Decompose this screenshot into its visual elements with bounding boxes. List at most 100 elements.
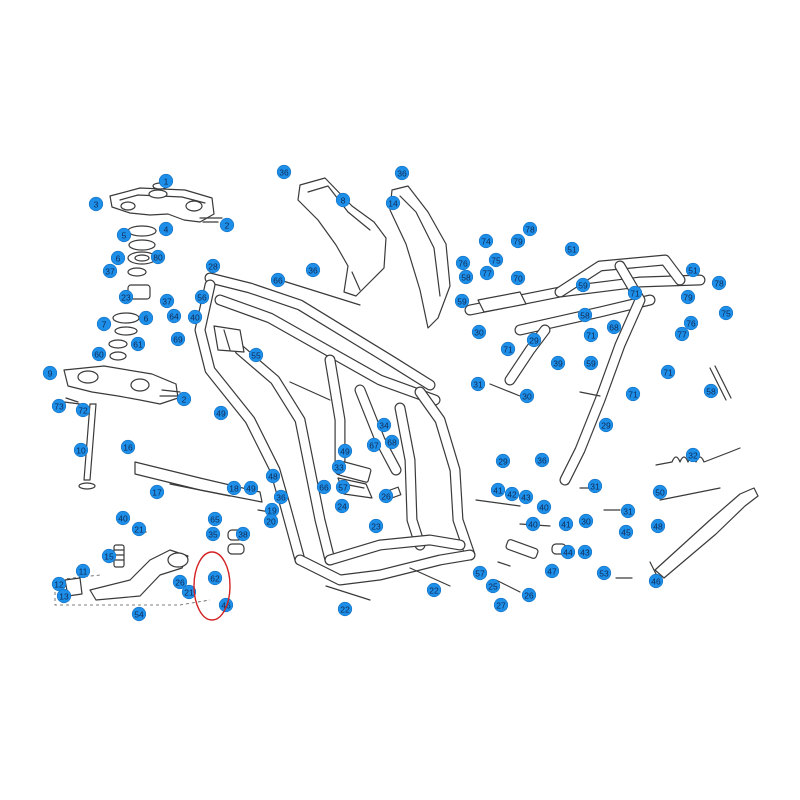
callout-number: 54 — [134, 610, 144, 620]
callout-36: 36 — [534, 452, 550, 468]
callout-bubble — [207, 511, 223, 527]
callout-58: 58 — [577, 307, 593, 323]
callout-31: 31 — [587, 478, 603, 494]
callout-bubble — [652, 484, 668, 500]
callout-number: 47 — [547, 567, 557, 577]
callout-38: 38 — [235, 526, 251, 542]
callout-number: 40 — [190, 313, 200, 323]
callout-number: 2 — [225, 221, 230, 231]
callout-bubble — [305, 262, 321, 278]
callout-number: 71 — [628, 390, 638, 400]
callout-bubble — [159, 293, 175, 309]
callout-23: 23 — [368, 518, 384, 534]
callout-bubble — [101, 548, 117, 564]
callout-number: 11 — [79, 567, 88, 577]
callout-48: 48 — [650, 518, 666, 534]
callout-number: 71 — [630, 289, 640, 299]
callout-bubble — [488, 252, 504, 268]
callout-bubble — [620, 503, 636, 519]
callout-number: 49 — [246, 484, 256, 494]
callout-bubble — [577, 544, 593, 560]
callout-23: 23 — [118, 289, 134, 305]
callout-number: 33 — [334, 463, 344, 473]
callout-number: 57 — [338, 483, 348, 493]
callout-29: 29 — [495, 453, 511, 469]
callout-bubble — [158, 221, 174, 237]
callout-number: 12 — [54, 580, 64, 590]
callout-number: 6 — [116, 254, 121, 264]
callout-bubble — [536, 499, 552, 515]
callout-27: 27 — [493, 597, 509, 613]
side-stand — [649, 487, 759, 579]
callout-bubble — [376, 417, 392, 433]
callout-number: 29 — [529, 336, 539, 346]
callout-number: 79 — [513, 237, 523, 247]
callout-number: 8 — [341, 196, 346, 206]
callout-76: 76 — [455, 255, 471, 271]
callout-40: 40 — [115, 510, 131, 526]
callout-number: 76 — [686, 319, 696, 329]
callout-22: 22 — [426, 582, 442, 598]
callout-bubble — [510, 233, 526, 249]
callout-bubble — [176, 391, 192, 407]
callout-number: 58 — [706, 387, 716, 397]
callout-bubble — [120, 439, 136, 455]
callout-75: 75 — [488, 252, 504, 268]
callout-10: 10 — [73, 442, 89, 458]
callout-28: 28 — [205, 258, 221, 274]
callout-bubble — [131, 606, 147, 622]
callout-5: 5 — [116, 227, 132, 243]
callout-36: 36 — [305, 262, 321, 278]
callout-number: 68 — [609, 323, 619, 333]
callout-bubble — [564, 241, 580, 257]
callout-bubble — [368, 518, 384, 534]
callout-bubble — [583, 355, 599, 371]
callout-bubble — [75, 402, 91, 418]
callout-number: 48 — [653, 522, 663, 532]
callout-bubble — [458, 269, 474, 285]
callout-11: 11 — [75, 563, 91, 579]
callout-69: 69 — [170, 331, 186, 347]
callout-bubble — [550, 355, 566, 371]
callout-40: 40 — [525, 516, 541, 532]
callout-bubble — [226, 480, 242, 496]
callout-bubble — [598, 417, 614, 433]
callout-number: 77 — [677, 330, 687, 340]
callout-bubble — [558, 516, 574, 532]
callout-number: 56 — [197, 293, 207, 303]
callout-number: 4 — [164, 225, 169, 235]
callout-number: 59 — [586, 359, 596, 369]
callout-number: 70 — [513, 274, 523, 284]
callout-number: 46 — [651, 577, 661, 587]
callout-number: 73 — [54, 402, 64, 412]
callout-number: 65 — [210, 515, 220, 525]
callout-bubble — [42, 365, 58, 381]
callout-bubble — [51, 576, 67, 592]
callout-number: 66 — [319, 483, 329, 493]
callout-3: 3 — [88, 196, 104, 212]
rear-subframe — [464, 254, 706, 486]
callout-number: 18 — [229, 484, 239, 494]
callout-35: 35 — [205, 526, 221, 542]
callout-30: 30 — [578, 513, 594, 529]
callout-73: 73 — [51, 398, 67, 414]
callout-26: 26 — [521, 587, 537, 603]
callout-number: 51 — [567, 245, 577, 255]
callout-24: 24 — [334, 498, 350, 514]
callout-number: 30 — [581, 517, 591, 527]
callout-bubble — [583, 327, 599, 343]
callout-bubble — [625, 386, 641, 402]
callout-number: 2 — [182, 395, 187, 405]
callout-bubble — [56, 588, 72, 604]
callout-37: 37 — [159, 293, 175, 309]
callout-42: 42 — [504, 486, 520, 502]
callout-number: 41 — [561, 520, 571, 530]
callout-bubble — [711, 275, 727, 291]
callout-bubble — [455, 255, 471, 271]
callout-bubble — [187, 309, 203, 325]
callout-77: 77 — [674, 326, 690, 342]
callout-bubble — [703, 383, 719, 399]
callout-number: 67 — [369, 441, 379, 451]
callout-58: 58 — [458, 269, 474, 285]
callout-number: 21 — [134, 525, 144, 535]
